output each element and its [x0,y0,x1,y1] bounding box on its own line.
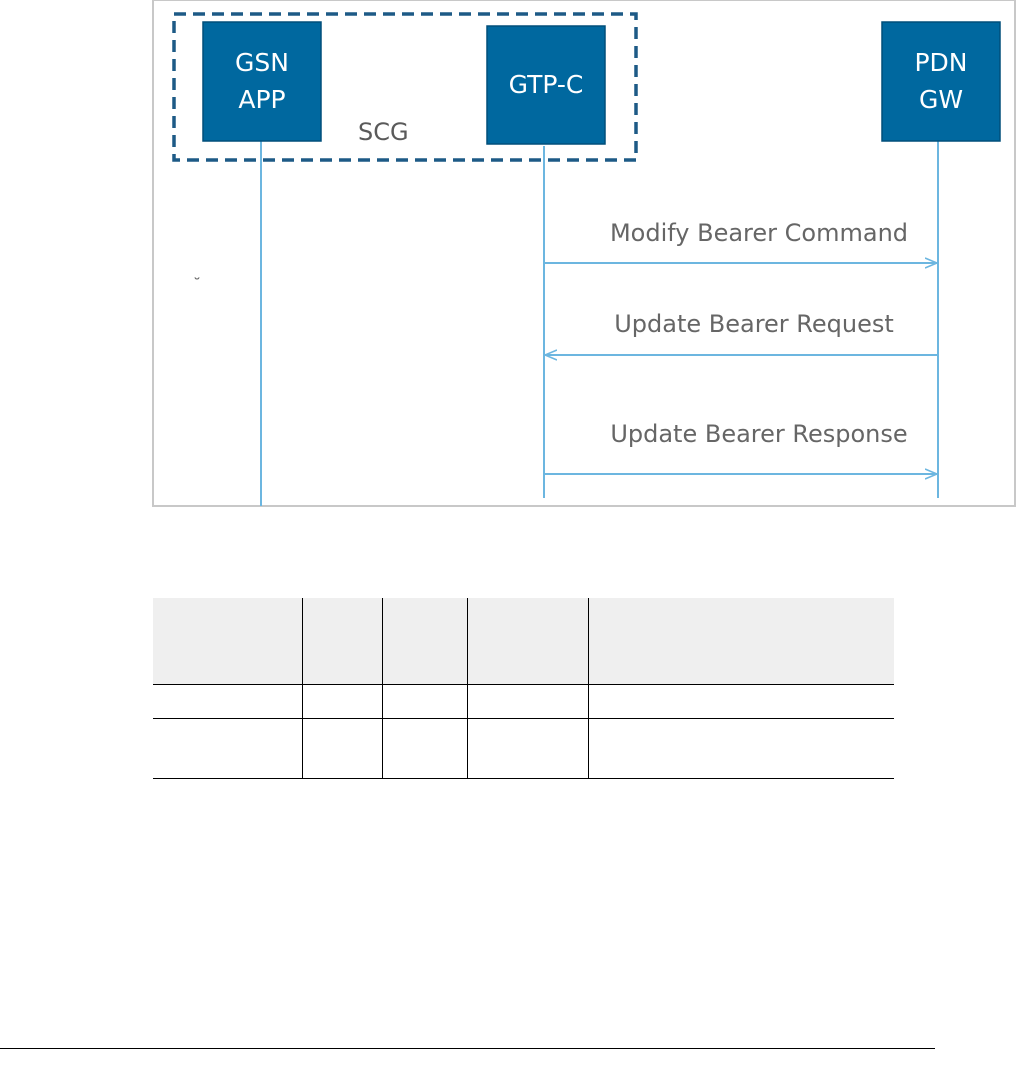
table-header-cell [587,598,894,685]
table-cell [587,684,894,719]
table-header-cell [466,598,588,685]
table-cell [381,718,467,779]
scg-group-box [172,12,638,162]
table-cell [466,718,588,779]
parameter-table [153,598,894,779]
node-gtp-c-label: GTP-C [509,70,584,99]
node-gsn-app-line-1: GSN [235,48,289,77]
table-row [153,684,894,719]
message-label-update-bearer-request: Update Bearer Request [614,310,894,338]
footer-rule [0,1048,935,1049]
table-cell [301,718,382,779]
table-cell [587,718,894,779]
table-header-row [153,598,894,685]
node-pdn-gw-line-1: PDN [914,48,967,77]
stray-mark: ˘ [193,275,201,294]
table-cell [381,684,467,719]
table-cell [153,718,302,779]
node-gsn-app: GSN APP [202,21,322,142]
message-label-update-bearer-response: Update Bearer Response [610,420,907,448]
node-pdn-gw-line-2: GW [919,85,963,114]
sequence-diagram: SCG GSN APP GTP-C PDN GW Modify Bearer C… [152,0,1016,507]
scg-group-label: SCG [358,118,409,146]
table-row [153,718,894,779]
node-pdn-gw: PDN GW [881,21,1001,142]
table-header-cell [153,598,302,685]
table-cell [153,684,302,719]
table-header-cell [381,598,467,685]
node-gsn-app-line-2: APP [238,85,285,114]
message-label-modify-bearer-command: Modify Bearer Command [610,219,908,247]
node-gtp-c: GTP-C [486,25,606,145]
table-cell [466,684,588,719]
table-header-cell [301,598,382,685]
table-cell [301,684,382,719]
